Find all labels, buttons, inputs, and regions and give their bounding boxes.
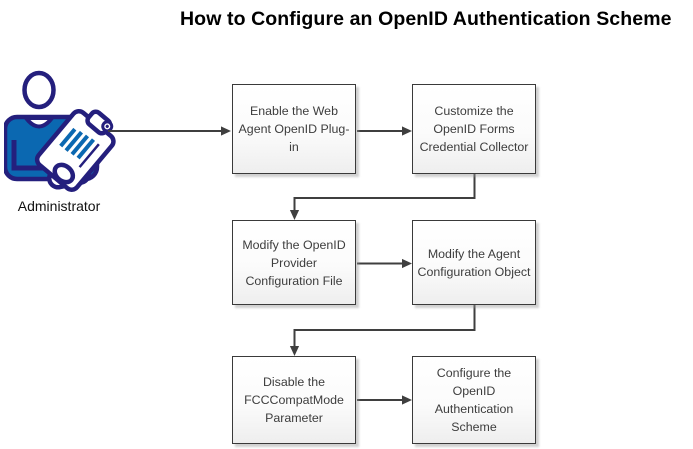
arrowhead-step6 [402, 395, 412, 405]
connector-step4-to-step5 [293, 305, 476, 346]
step-box-customize-openid-forms-credential-collector: Customize the OpenID Forms Credential Co… [412, 84, 536, 174]
step-box-configure-openid-authentication-scheme: Configure the OpenID Authentication Sche… [412, 356, 536, 444]
step-box-modify-openid-provider-configuration-file: Modify the OpenID Provider Configuration… [232, 220, 356, 305]
administrator-label: Administrator [17, 198, 101, 214]
step-box-disable-fcccompatmode-parameter: Disable the FCCCompatMode Parameter [232, 356, 356, 444]
head-shape [22, 70, 56, 110]
administrator-icon [2, 70, 116, 192]
arrowhead-step3 [289, 210, 300, 220]
connector-step2-to-step3 [293, 174, 476, 210]
arrowhead-step5 [289, 346, 300, 356]
administrator-figure: Administrator [2, 68, 122, 214]
step-label: Configure the OpenID Authentication Sche… [434, 366, 514, 434]
arrowhead-step1 [221, 126, 231, 136]
collar-shape [24, 116, 54, 129]
step-label: Modify the OpenID Provider Configuration… [242, 237, 346, 288]
step-label: Enable the Web Agent OpenID Plug- in [238, 104, 350, 154]
diagram-title: How to Configure an OpenID Authenticatio… [180, 8, 672, 30]
step-box-modify-agent-configuration-object: Modify the Agent Configuration Object [412, 220, 536, 305]
arm-line [11, 140, 52, 171]
step-label: Disable the FCCCompatMode Parameter [244, 375, 344, 425]
arrowhead-step4 [402, 258, 412, 269]
step-label: Modify the Agent Configuration Object [417, 246, 531, 279]
step-label: Customize the OpenID Forms Credential Co… [419, 104, 529, 154]
step-box-enable-web-agent-openid-plugin: Enable the Web Agent OpenID Plug- in [232, 84, 356, 174]
clipboard-icon [34, 108, 116, 192]
arrowhead-step2 [402, 126, 412, 136]
